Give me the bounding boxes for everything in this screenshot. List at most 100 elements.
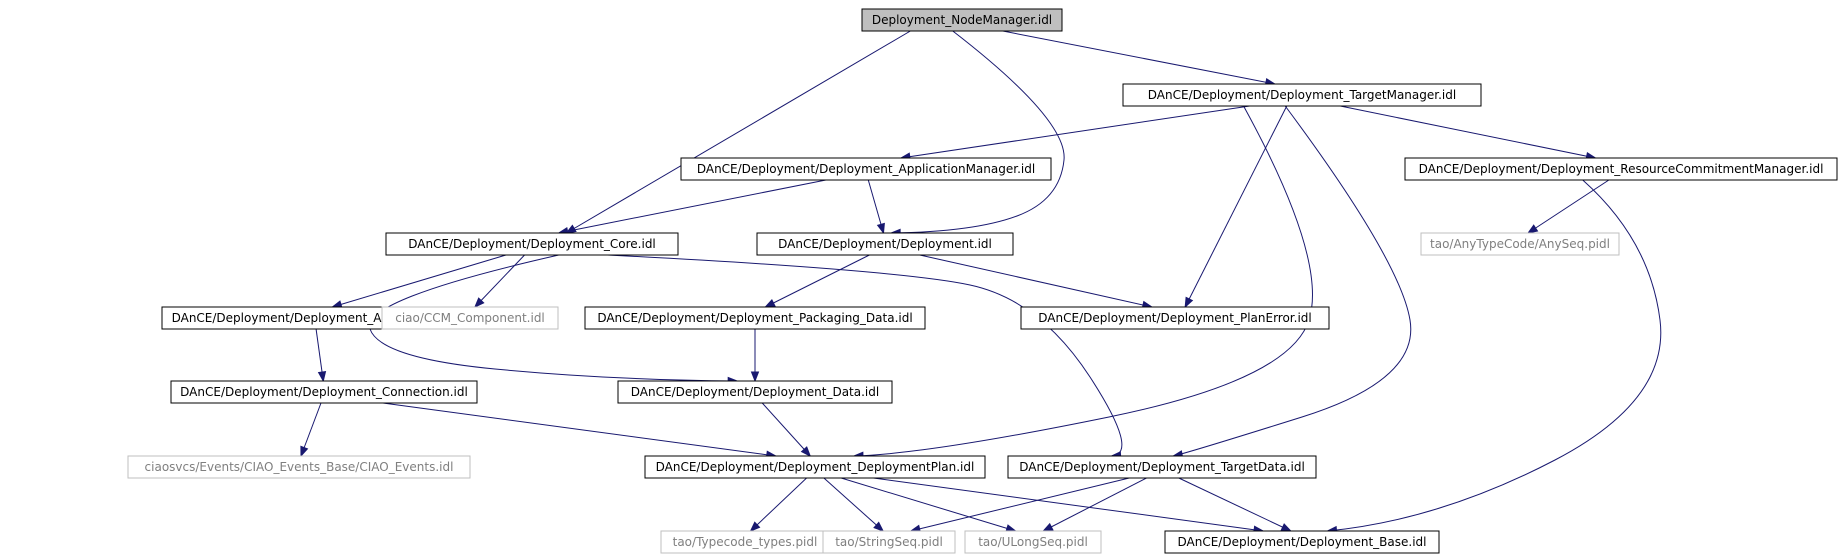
- node-box: [381, 306, 559, 330]
- edge-deployplan-to-typecode: [749, 477, 807, 532]
- node-ciaosvcs-events-ciao-events-base-ciao-events-idl: ciaosvcs/Events/CIAO_Events_Base/CIAO_Ev…: [127, 455, 471, 479]
- node-dance-deployment-deployment-idl[interactable]: DAnCE/Deployment/Deployment.idl: [756, 232, 1014, 256]
- node-dance-deployment-deployment-base-idl[interactable]: DAnCE/Deployment/Deployment_Base.idl: [1164, 530, 1440, 554]
- edge-targetmgr-to-planerror: [1184, 105, 1288, 309]
- edge-line: [1184, 105, 1288, 308]
- node-label: DAnCE/Deployment/Deployment_Base.idl: [1177, 535, 1426, 549]
- node-label: DAnCE/Deployment/Deployment_PlanError.id…: [1038, 311, 1311, 325]
- edge-connection-to-ciaoevents: [300, 402, 322, 458]
- node-tao-typecode-types-pidl: tao/Typecode_types.pidl: [660, 530, 830, 554]
- edge-line: [558, 179, 827, 234]
- node-label: tao/AnyTypeCode/AnySeq.pidl: [1430, 237, 1610, 251]
- edge-application-to-connection: [315, 328, 327, 383]
- arrowhead: [1526, 224, 1539, 234]
- edge-targetmgr-to-appmgr: [899, 105, 1250, 161]
- node-tao-anytypecode-anyseq-pidl: tao/AnyTypeCode/AnySeq.pidl: [1420, 232, 1620, 256]
- node-label: Deployment_NodeManager.idl: [872, 13, 1052, 27]
- node-box: [127, 455, 471, 479]
- edge-line: [1527, 179, 1610, 234]
- edge-line: [823, 477, 884, 532]
- edge-root-to-core: [565, 30, 911, 234]
- edge-line: [761, 402, 811, 457]
- node-box: [1020, 306, 1330, 330]
- node-label: DAnCE/Deployment/Deployment_Data.idl: [631, 385, 879, 399]
- edge-line: [332, 254, 507, 308]
- node-box: [1007, 455, 1317, 479]
- node-dance-deployment-deployment-planerror-idl[interactable]: DAnCE/Deployment/Deployment_PlanError.id…: [1020, 306, 1330, 330]
- edge-line: [919, 254, 1152, 308]
- arrowhead: [1184, 296, 1194, 309]
- edge-deployplan-to-stringseq: [823, 477, 885, 532]
- edge-line: [1178, 477, 1292, 532]
- node-box: [964, 530, 1102, 554]
- node-label: DAnCE/Deployment/Deployment_ResourceComm…: [1419, 162, 1824, 176]
- node-box: [584, 306, 926, 330]
- node-box: [680, 157, 1052, 181]
- arrowhead: [764, 298, 776, 308]
- node-label: tao/Typecode_types.pidl: [673, 535, 818, 549]
- edge-core-to-targetdata: [607, 254, 1123, 460]
- edge-data-to-deployplan: [761, 402, 812, 458]
- node-box: [385, 232, 679, 256]
- node-box: [861, 8, 1063, 32]
- edge-line: [891, 30, 1065, 234]
- node-label: tao/ULongSeq.pidl: [978, 535, 1088, 549]
- node-box: [1404, 157, 1838, 181]
- edge-deployment-to-packaging: [764, 254, 870, 308]
- node-label: DAnCE/Deployment/Deployment_ApplicationM…: [697, 162, 1035, 176]
- node-deployment-nodemanager-idl[interactable]: Deployment_NodeManager.idl: [861, 8, 1063, 32]
- node-dance-deployment-deployment-deploymentplan-idl[interactable]: DAnCE/Deployment/Deployment_DeploymentPl…: [644, 455, 986, 479]
- edge-line: [873, 477, 1264, 532]
- arrowhead: [876, 222, 885, 235]
- edge-line: [750, 477, 807, 532]
- node-box: [1420, 232, 1620, 256]
- node-dance-deployment-deployment-core-idl[interactable]: DAnCE/Deployment/Deployment_Core.idl: [385, 232, 679, 256]
- edge-line: [369, 254, 738, 382]
- edge-packaging-to-data: [750, 329, 760, 383]
- edge-line: [382, 402, 776, 457]
- node-label: DAnCE/Deployment/Deployment_Packaging_Da…: [597, 311, 912, 325]
- node-label: DAnCE/Deployment/Deployment_TargetManage…: [1148, 88, 1456, 102]
- node-label: DAnCE/Deployment/Deployment.idl: [778, 237, 992, 251]
- edge-line: [900, 105, 1250, 159]
- edge-line: [607, 254, 1123, 457]
- node-label: ciaosvcs/Events/CIAO_Events_Base/CIAO_Ev…: [145, 460, 454, 474]
- node-dance-deployment-deployment-data-idl[interactable]: DAnCE/Deployment/Deployment_Data.idl: [617, 380, 893, 404]
- arrowhead: [800, 446, 812, 458]
- edge-deployplan-to-ulongseq: [841, 477, 1017, 533]
- arrowhead: [317, 371, 327, 383]
- edge-targetmgr-to-targetdata: [1171, 105, 1412, 459]
- node-dance-deployment-deployment-targetmanager-idl[interactable]: DAnCE/Deployment/Deployment_TargetManage…: [1122, 83, 1482, 107]
- arrowhead: [300, 445, 309, 458]
- node-label: DAnCE/Deployment/Deployment_Core.idl: [408, 237, 656, 251]
- node-label: DAnCE/Deployment/Deployment_Connection.i…: [180, 385, 468, 399]
- node-box: [1122, 83, 1482, 107]
- node-dance-deployment-deployment-connection-idl[interactable]: DAnCE/Deployment/Deployment_Connection.i…: [170, 380, 478, 404]
- node-ciao-ccm-component-idl: ciao/CCM_Component.idl: [381, 306, 559, 330]
- arrowhead: [1280, 523, 1293, 532]
- edge-line: [841, 477, 1016, 532]
- arrowhead: [750, 371, 760, 383]
- edge-rescommit-to-anyseq: [1526, 179, 1610, 234]
- edge-targetdata-to-stringseq: [909, 477, 1130, 533]
- node-dance-deployment-deployment-targetdata-idl[interactable]: DAnCE/Deployment/Deployment_TargetData.i…: [1007, 455, 1317, 479]
- nodes-layer: Deployment_NodeManager.idlDAnCE/Deployme…: [127, 8, 1838, 554]
- node-dance-deployment-deployment-applicationmanager-idl[interactable]: DAnCE/Deployment/Deployment_ApplicationM…: [680, 157, 1052, 181]
- node-dance-deployment-deployment-resourcecommitmentmanager-idl[interactable]: DAnCE/Deployment/Deployment_ResourceComm…: [1404, 157, 1838, 181]
- node-label: ciao/CCM_Component.idl: [395, 311, 545, 325]
- edge-appmgr-to-deployment: [867, 179, 885, 235]
- node-tao-stringseq-pidl: tao/StringSeq.pidl: [822, 530, 956, 554]
- node-dance-deployment-deployment-packaging-data-idl[interactable]: DAnCE/Deployment/Deployment_Packaging_Da…: [584, 306, 926, 330]
- node-box: [170, 380, 478, 404]
- node-box: [1164, 530, 1440, 554]
- edge-root-to-targetmgr: [1002, 30, 1277, 87]
- edge-core-to-ccm: [474, 254, 525, 308]
- edge-appmgr-to-core: [557, 179, 827, 236]
- node-box: [617, 380, 893, 404]
- edge-line: [1043, 477, 1147, 532]
- edge-connection-to-deployplan: [382, 402, 778, 459]
- edge-targetdata-to-ulongseq: [1042, 477, 1147, 532]
- edge-core-to-application: [331, 254, 507, 309]
- edge-line: [1173, 105, 1412, 457]
